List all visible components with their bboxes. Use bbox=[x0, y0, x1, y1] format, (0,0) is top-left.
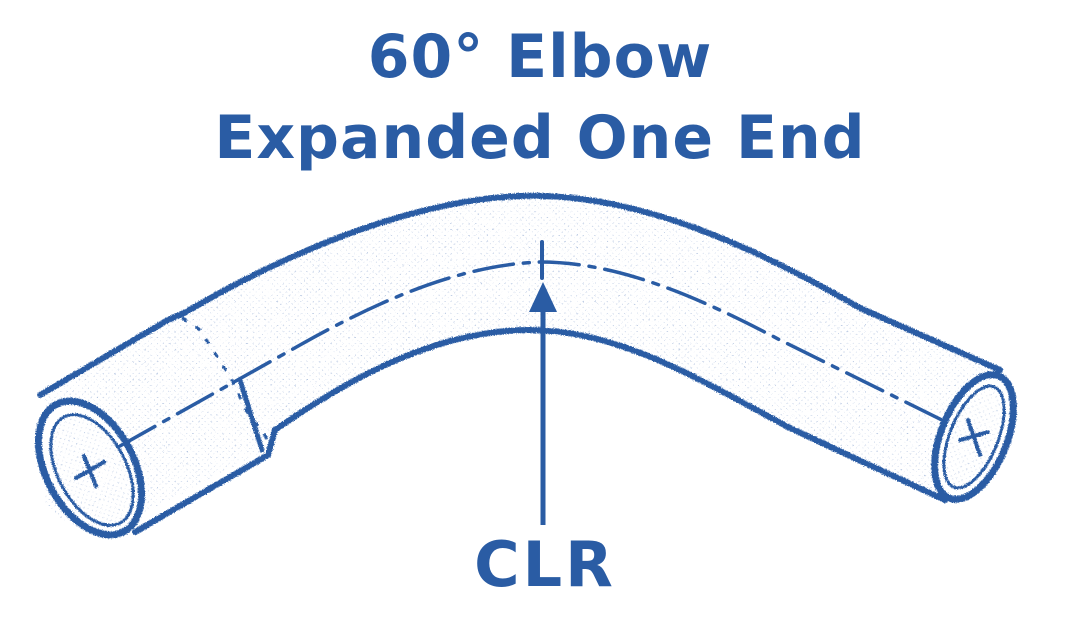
clr-arrow bbox=[529, 282, 557, 525]
diagram-title-line-2: Expanded One End bbox=[214, 103, 866, 173]
pipe-inner-edge bbox=[132, 327, 948, 535]
crosshair-left-icon bbox=[74, 454, 106, 488]
crosshair-right-icon bbox=[958, 418, 990, 457]
arrow-head-up-icon bbox=[529, 282, 557, 312]
expansion-step bbox=[181, 316, 270, 441]
diagram-title-line-1: 60° Elbow bbox=[367, 22, 713, 92]
expansion-shoulder-line bbox=[237, 377, 265, 453]
clr-label: CLR bbox=[474, 528, 616, 601]
pipe-outer-edge bbox=[37, 192, 1003, 398]
pipe-body bbox=[45, 195, 1004, 533]
